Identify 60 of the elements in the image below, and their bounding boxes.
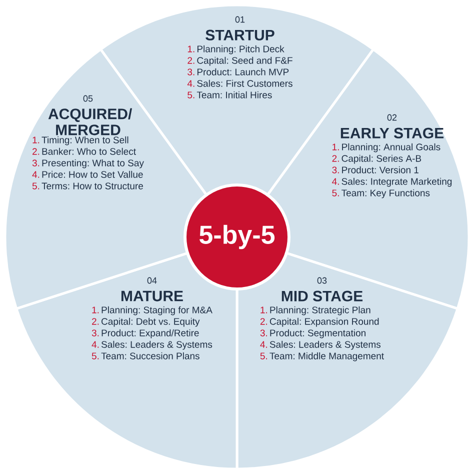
list-number: 3. [32,160,40,166]
list-number: 4. [92,341,99,348]
list-item: Team: Middle Management [270,352,384,362]
stage-title: EARLY STAGE [340,128,444,138]
list-item: Capital: Debt vs. Equity [102,318,200,327]
list-number: 2. [332,155,339,162]
list-item: Sales: First Customers [197,80,292,87]
list-number: 4. [260,341,267,348]
step-number: 01 [235,16,245,23]
list-item: Sales: Leaders & Systems [270,340,381,350]
list-number: 1. [188,46,194,52]
list-number: 3. [260,330,267,336]
list-number: 1. [32,136,40,144]
list-item: Product: Expand/Retire [102,329,199,338]
step-number: 05 [83,95,93,102]
list-number: 3. [332,166,339,174]
list-item: Capital: Expansion Round [270,318,379,327]
list-item: Product: Launch MVP [197,68,289,76]
step-number: 03 [317,277,327,284]
list-item: Planning: Annual Goals [342,143,440,152]
stage-title: MID STAGE [282,290,363,302]
list-number: 1. [332,144,339,150]
list-number: 2. [32,148,40,155]
stage-title: ACQUIRED/ MERGED [48,108,132,136]
list-number: 1. [260,306,267,314]
list-number: 2. [92,318,99,325]
list-item: Price: How to Set Vallue [42,170,143,178]
list-number: 1. [92,306,99,314]
list-item: Terms: How to Structure [42,182,143,190]
list-item: Team: Initial Hires [196,91,272,98]
list-item: Team: Key Functions [342,189,430,198]
list-item: Sales: Leaders & Systems [101,340,212,350]
list-number: 5. [188,92,194,98]
list-item: Planning: Staging for M&A [102,306,212,316]
step-number: 02 [387,114,397,121]
list-item: Presenting: What to Say [42,159,144,168]
list-number: 5. [32,182,40,190]
step-number: 04 [147,277,157,284]
list-number: 4. [187,80,194,87]
stage-title: STARTUP [206,30,274,40]
list-number: 3. [92,330,99,336]
list-number: 5. [260,352,267,360]
stage-title: MATURE [121,290,183,302]
list-item: Product: Segmentation [270,329,366,338]
list-number: 5. [332,190,339,196]
list-item: Timing: When to Sell [42,136,128,146]
list-item: Capital: Seed and F&F [197,56,292,66]
list-item: Planning: Pitch Deck [197,45,284,54]
list-item: Banker: Who to Select [42,148,136,155]
list-number: 3. [188,68,194,76]
list-item: Team: Succesion Plans [101,352,200,360]
list-item: Product: Version 1 [342,166,418,174]
list-item: Planning: Strategic Plan [270,306,370,316]
list-number: 2. [188,57,194,64]
list-number: 4. [32,171,40,178]
list-number: 5. [92,352,99,360]
list-item: Sales: Integrate Marketing [342,178,452,187]
list-number: 4. [332,178,339,185]
list-item: Capital: Series A-B [342,154,422,164]
list-number: 2. [260,318,267,325]
